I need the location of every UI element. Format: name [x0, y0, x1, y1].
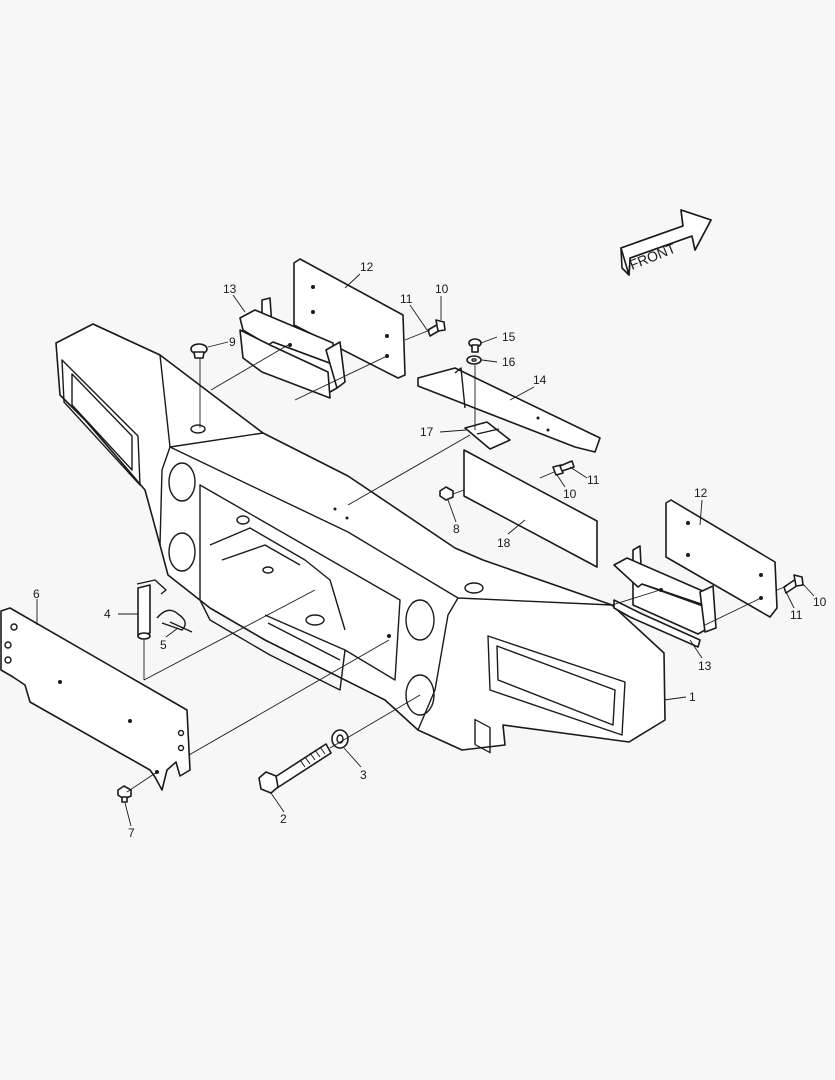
- callout-3: 3: [360, 768, 367, 782]
- bracket-lower: [613, 545, 717, 648]
- bumper-body: [55, 323, 666, 751]
- bolt-15: [468, 338, 482, 353]
- callout-7: 7: [128, 826, 135, 840]
- bolt-8: [439, 486, 454, 501]
- callout-10-lower: 10: [813, 595, 827, 609]
- bolt-10-mid: [552, 460, 575, 476]
- callout-10-upper: 10: [435, 282, 449, 296]
- callout-11-upper: 11: [400, 292, 413, 306]
- callout-12-upper: 12: [360, 260, 374, 274]
- hitch-pin: [136, 579, 167, 640]
- callout-14: 14: [533, 373, 547, 387]
- callout-13-lower: 13: [698, 659, 712, 673]
- bracket-upper: [239, 297, 346, 399]
- top-cover-plate: [417, 367, 601, 453]
- callout-leaders: [36, 273, 815, 827]
- callout-5: 5: [160, 638, 167, 652]
- hitch-pin-clip: [156, 609, 193, 633]
- hex-bolt: [258, 743, 332, 794]
- front-arrow-icon: FRONT: [620, 209, 712, 276]
- callout-12-lower: 12: [694, 486, 708, 500]
- callout-16: 16: [502, 355, 516, 369]
- flat-washer: [331, 729, 349, 749]
- callout-13-upper: 13: [223, 282, 237, 296]
- callout-11-mid: 11: [587, 473, 600, 487]
- callout-17: 17: [420, 425, 434, 439]
- front-mounting-plate: [0, 607, 191, 791]
- callout-4: 4: [104, 607, 111, 621]
- callout-10-mid: 10: [563, 487, 577, 501]
- callout-11-lower: 11: [790, 608, 803, 622]
- callout-15: 15: [502, 330, 516, 344]
- callout-2: 2: [280, 812, 287, 826]
- bolt-10-upper: [427, 319, 446, 337]
- callout-8: 8: [453, 522, 460, 536]
- clip-plate: [464, 421, 511, 450]
- callout-6: 6: [33, 587, 40, 601]
- knob-9: [190, 343, 208, 359]
- grille-panel: [463, 449, 598, 754]
- side-plate-upper: [293, 258, 406, 379]
- assembly-lines: [126, 329, 788, 793]
- callout-9: 9: [229, 335, 236, 349]
- bolt-7: [117, 785, 132, 803]
- callout-18: 18: [497, 536, 511, 550]
- callout-1: 1: [689, 690, 696, 704]
- bolt-10-lower: [783, 574, 804, 594]
- washer-16: [466, 355, 482, 365]
- callout-labels: 1 2 3 4 5 6 7 8 9 10 10 10 11 11 11 12 1…: [33, 260, 827, 840]
- side-plate-lower: [665, 499, 778, 618]
